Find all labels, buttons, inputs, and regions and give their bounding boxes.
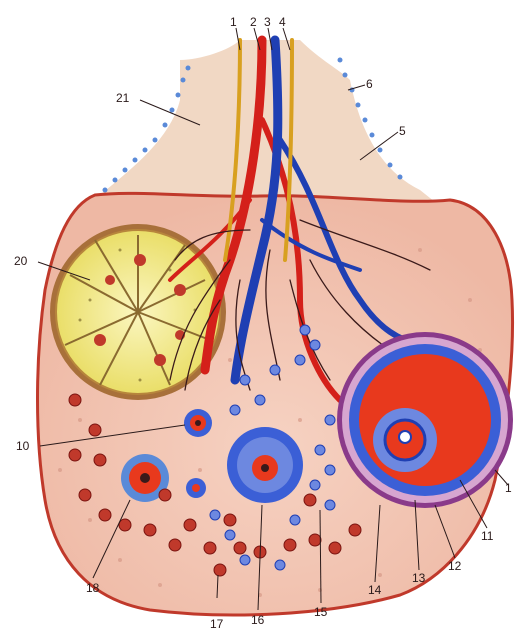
label-15: 15	[314, 605, 328, 619]
label-16: 16	[251, 613, 265, 627]
label-18: 18	[86, 581, 100, 595]
label-3: 3	[264, 15, 271, 29]
label-4: 4	[279, 15, 286, 29]
growing-follicle-16	[227, 427, 303, 503]
corpus-luteum	[50, 224, 226, 400]
label-2: 2	[250, 15, 257, 29]
label-10: 10	[16, 439, 30, 453]
follicle-cluster	[186, 478, 206, 498]
label-14: 14	[368, 583, 382, 597]
label-20: 20	[14, 254, 28, 268]
graafian-follicle	[337, 332, 513, 508]
label-1-right: 1	[505, 481, 512, 495]
label-1: 1	[230, 15, 237, 29]
label-17: 17	[210, 617, 224, 631]
label-5: 5	[399, 124, 406, 138]
label-12: 12	[448, 559, 462, 573]
label-13: 13	[412, 571, 426, 585]
label-11: 11	[481, 529, 494, 543]
label-21: 21	[116, 91, 130, 105]
label-6: 6	[366, 77, 373, 91]
follicle-10	[184, 409, 212, 437]
